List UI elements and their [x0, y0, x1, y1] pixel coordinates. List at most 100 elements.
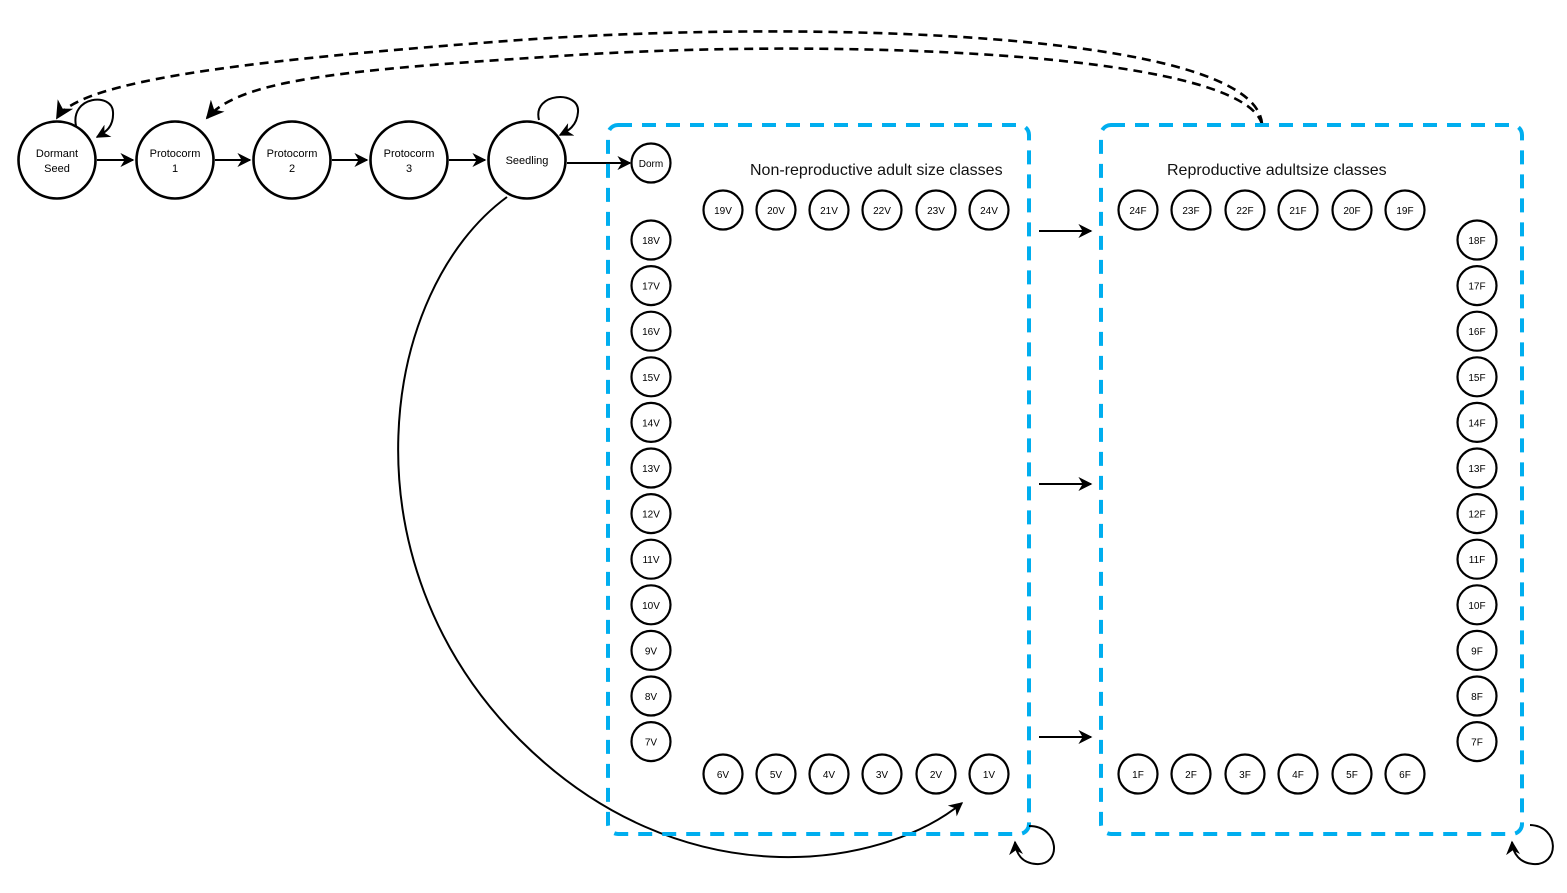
node-22v: 22V: [861, 189, 903, 231]
node-22f: 22F: [1224, 189, 1266, 231]
node-3v: 3V: [861, 753, 903, 795]
node-circle: [1277, 189, 1319, 231]
node-17v: 17V: [630, 265, 672, 307]
node-label: 8F: [1471, 692, 1483, 703]
node-label: 4F: [1292, 770, 1304, 781]
node-label: 11V: [642, 555, 659, 566]
node-circle: [1456, 720, 1498, 763]
node-label: 21F: [1289, 206, 1306, 217]
node-circle: [1117, 753, 1159, 795]
node-circle: [17, 120, 97, 200]
reproductive-title: Reproductive adultsize classes: [1167, 162, 1387, 179]
node-label: 10F: [1468, 601, 1485, 612]
node-label: 16F: [1468, 327, 1485, 338]
node-label: 17F: [1468, 282, 1485, 293]
node-circle: [861, 189, 903, 231]
node-circle: [630, 720, 672, 763]
node-label: 5V: [770, 770, 783, 781]
node-label: 14V: [642, 418, 660, 429]
node-20f: 20F: [1331, 189, 1373, 231]
node-21f: 21F: [1277, 189, 1319, 231]
node-circle: [1384, 753, 1426, 795]
node-label: 4V: [823, 770, 836, 781]
node-label: 13F: [1468, 464, 1485, 475]
node-circle: [1456, 447, 1498, 489]
non-reproductive-title: Non-reproductive adult size classes: [750, 162, 1003, 179]
node-label: 9V: [645, 646, 658, 657]
node-circle: [1170, 189, 1212, 231]
node-label: Dorm: [639, 159, 663, 170]
node-label: 6F: [1399, 770, 1411, 781]
node-circle: [630, 265, 672, 307]
self-loop-dormant-seed: [74, 98, 115, 138]
node-circle: [755, 753, 797, 795]
node-circle: [861, 753, 903, 795]
node-2v: 2V: [915, 753, 957, 795]
node-circle: [1224, 189, 1266, 231]
node-label: 7F: [1471, 738, 1483, 749]
node-circle: [1456, 629, 1498, 672]
reproductive-group-box: [1099, 123, 1524, 836]
node-label: 23V: [927, 206, 945, 217]
node-14v: 14V: [630, 401, 672, 443]
node-label: 23F: [1182, 206, 1199, 217]
node-6f: 6F: [1384, 753, 1426, 795]
node-circle: [968, 753, 1010, 795]
node-11v: 11V: [630, 538, 672, 580]
node-3f: 3F: [1224, 753, 1266, 795]
arrow-seedling-to-1v: [397, 196, 964, 859]
node-circle: [630, 447, 672, 489]
node-circle: [1456, 538, 1498, 580]
node-circle: [630, 142, 672, 184]
node-circle: [702, 753, 744, 795]
node-9f: 9F: [1456, 629, 1498, 672]
node-circle: [808, 189, 850, 231]
node-circle: [630, 401, 672, 443]
node-label: 20F: [1343, 206, 1360, 217]
node-label: 8V: [645, 692, 658, 703]
node-circle: [1456, 401, 1498, 443]
node-label: 18V: [642, 236, 660, 247]
node-label: 1F: [1132, 770, 1144, 781]
node-label: 14F: [1468, 418, 1485, 429]
stage-node-seedling: Seedling: [487, 120, 567, 200]
nodes-layer: DormantSeedProtocorm1Protocorm2Protocorm…: [17, 120, 1498, 795]
node-label-line1: Protocorm: [267, 148, 318, 160]
node-circle: [630, 492, 672, 535]
node-9v: 9V: [630, 629, 672, 672]
node-label: 3F: [1239, 770, 1251, 781]
node-7f: 7F: [1456, 720, 1498, 763]
node-circle: [135, 120, 215, 200]
node-circle: [1384, 189, 1426, 231]
self-loop-non-reproductive: [1009, 825, 1055, 866]
node-12f: 12F: [1456, 492, 1498, 535]
node-label: 19V: [714, 206, 732, 217]
node-circle: [915, 189, 957, 231]
node-14f: 14F: [1456, 401, 1498, 443]
node-label: 2V: [930, 770, 943, 781]
node-circle: [915, 753, 957, 795]
node-label-line2: 3: [406, 163, 412, 175]
node-15f: 15F: [1456, 356, 1498, 398]
self-loop-seedling: [537, 96, 580, 136]
node-8f: 8F: [1456, 675, 1498, 717]
node-18f: 18F: [1456, 219, 1498, 261]
node-16v: 16V: [630, 310, 672, 352]
node-label: 3V: [876, 770, 889, 781]
node-label: 11F: [1469, 555, 1486, 566]
node-11f: 11F: [1456, 538, 1498, 580]
node-23f: 23F: [1170, 189, 1212, 231]
node-label-line1: Protocorm: [384, 148, 435, 160]
node-16f: 16F: [1456, 310, 1498, 352]
node-24f: 24F: [1117, 189, 1159, 231]
node-label: 13V: [642, 464, 660, 475]
node-1v: 1V: [968, 753, 1010, 795]
node-20v: 20V: [755, 189, 797, 231]
node-circle: [808, 753, 850, 795]
node-18v: 18V: [630, 219, 672, 261]
node-dorm: Dorm: [630, 142, 672, 184]
node-label-line2: Seed: [44, 163, 70, 175]
